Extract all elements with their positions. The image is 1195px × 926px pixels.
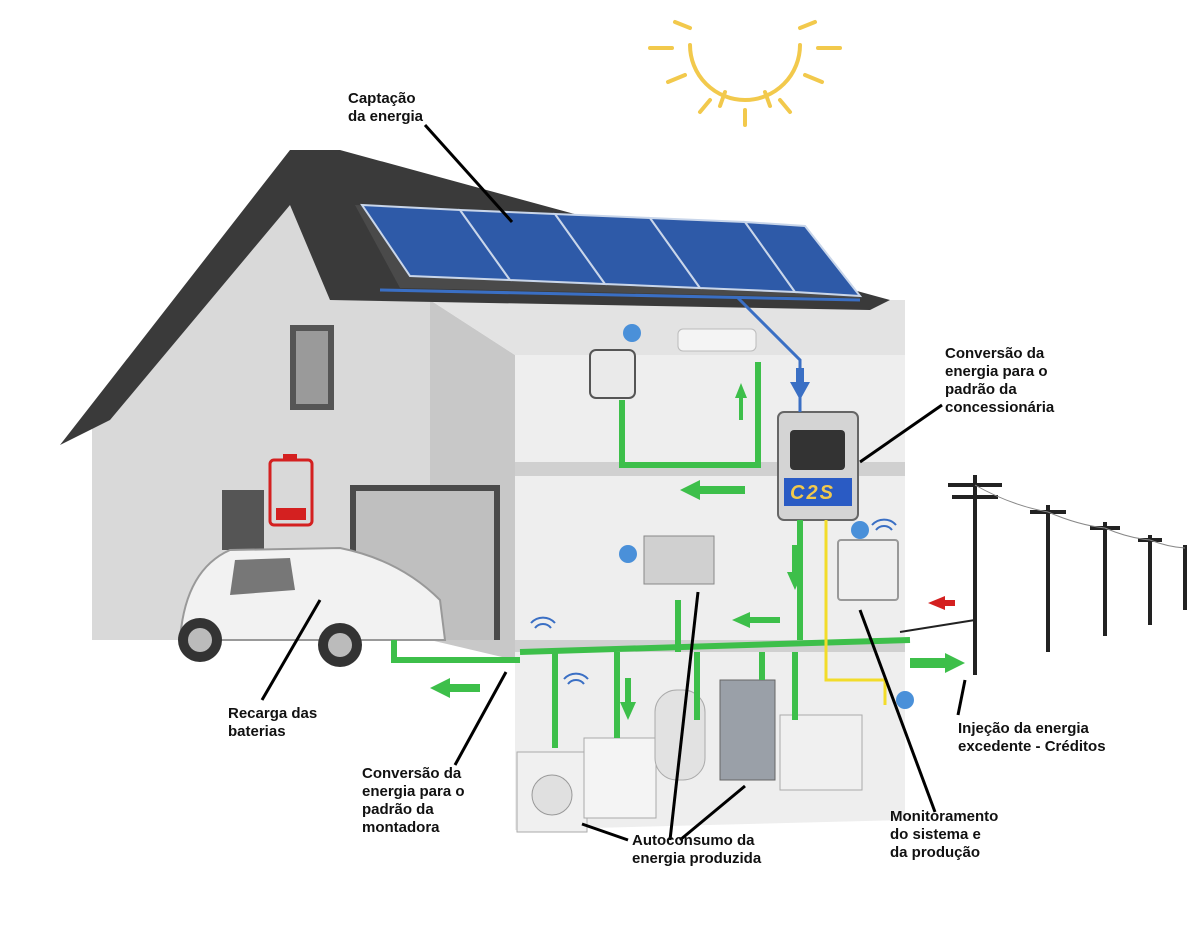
wifi-icon (530, 518, 897, 685)
car-icon (178, 546, 447, 667)
callout-lines (260, 123, 967, 842)
house-left-wall (92, 195, 430, 640)
label-recarga: Recarga das baterias (228, 705, 317, 741)
label-captacao-line-1: Captação (348, 90, 416, 107)
grid-arrow (928, 596, 955, 610)
monitoring-box (837, 539, 899, 601)
energy-flow-lines (391, 362, 911, 748)
roof (60, 150, 890, 445)
label-conversao-concessionaria-line-4: concessionária (945, 399, 1055, 416)
battery-icon (268, 454, 314, 527)
label-captacao: Captação da energia (348, 90, 423, 126)
label-conversao-montadora: Conversão da energia para o padrão da mo… (362, 765, 465, 837)
label-conversao-montadora-line-2: energia para o (362, 783, 465, 800)
label-injecao: Injeção da energia excedente - Créditos (958, 720, 1106, 756)
label-conversao-montadora-line-1: Conversão da (362, 765, 462, 782)
label-autoconsumo: Autoconsumo da energia produzida (632, 832, 761, 868)
sun-icon (648, 20, 842, 127)
dryer (583, 737, 657, 819)
solar-panels (360, 203, 863, 302)
label-monitoramento-line-2: do sistema e (890, 826, 981, 843)
flow-arrows (430, 383, 965, 720)
label-conversao-montadora-line-3: padrão da (362, 801, 434, 818)
label-conversao-concessionaria-line-1: Conversão da (945, 345, 1045, 362)
label-recarga-line-2: baterias (228, 723, 286, 740)
boiler (719, 679, 776, 781)
label-injecao-line-2: excedente - Créditos (958, 738, 1106, 755)
label-conversao-concessionaria: Conversão da energia para o padrão da co… (945, 345, 1054, 417)
label-conversao-montadora-line-4: montadora (362, 819, 440, 836)
label-autoconsumo-line-2: energia produzida (632, 850, 762, 867)
label-monitoramento-line-1: Monitoramento (890, 808, 999, 825)
inverter-logo: C2S (790, 482, 835, 504)
tv (643, 535, 715, 585)
heat-pump (779, 714, 863, 791)
utility-pole-icon (948, 475, 1187, 675)
monitor-display (589, 349, 636, 399)
label-conversao-concessionaria-line-3: padrão da (945, 381, 1017, 398)
inverter-device (777, 411, 859, 521)
label-injecao-line-1: Injeção da energia (958, 720, 1089, 737)
water-tank (654, 689, 706, 781)
label-recarga-line-1: Recarga das (228, 705, 318, 722)
label-monitoramento: Monitoramento do sistema e da produção (890, 808, 998, 862)
label-autoconsumo-line-1: Autoconsumo da (632, 832, 755, 849)
globe-icon (619, 324, 914, 709)
side-window (222, 490, 264, 550)
label-captacao-line-2: da energia (348, 108, 424, 125)
label-conversao-concessionaria-line-2: energia para o (945, 363, 1048, 380)
ac-line (824, 520, 887, 705)
dc-arrow (790, 368, 810, 400)
label-monitoramento-line-3: da produção (890, 844, 981, 861)
air-conditioner (677, 328, 757, 352)
